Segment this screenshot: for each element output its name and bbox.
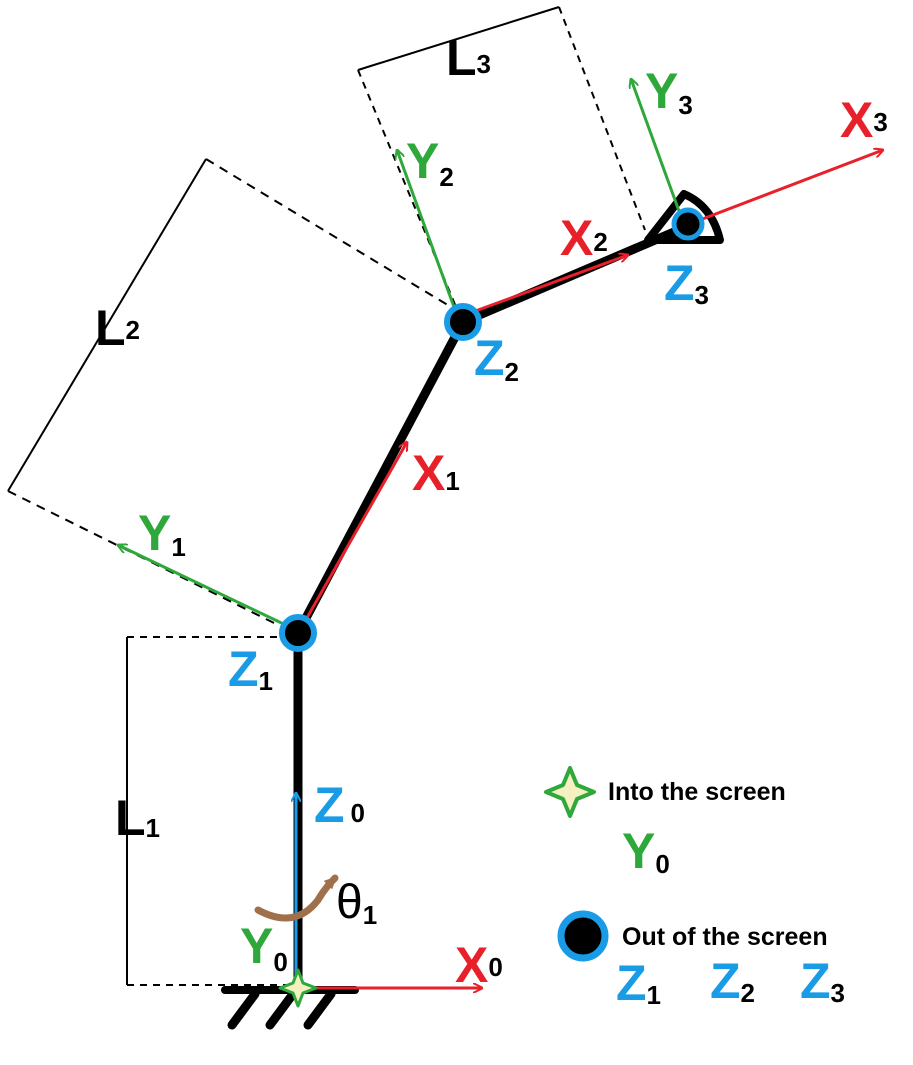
x3-axis [691, 150, 883, 225]
label-z2: Z2 [474, 330, 519, 387]
legend-z2-label: Z2 [710, 953, 755, 1009]
label-l2: L2 [95, 300, 140, 356]
label-y1: Y1 [138, 505, 186, 562]
label-y3: Y3 [645, 63, 693, 120]
x2-axis [469, 255, 628, 315]
label-y0: Y0 [240, 918, 288, 977]
label-y2: Y2 [406, 133, 454, 192]
label-x2: X2 [560, 210, 608, 266]
label-z1: Z1 [228, 641, 273, 697]
legend: Into the screen Y0 Out of the screen Z1 … [544, 766, 845, 1011]
l2-dim-top [205, 158, 457, 311]
label-theta1: θ1 [336, 876, 377, 930]
joint-2 [444, 303, 482, 341]
label-x3: X3 [840, 92, 888, 148]
y3-axis [631, 79, 685, 223]
y1-axis [118, 545, 293, 630]
label-x1: X1 [412, 445, 460, 501]
joint-1 [279, 614, 317, 652]
y2-axis [397, 150, 460, 319]
link-2 [293, 317, 468, 638]
legend-y0-label: Y0 [622, 823, 670, 879]
label-l1: L1 [115, 790, 160, 846]
l3-dim-line [357, 6, 560, 71]
legend-dot-icon [557, 910, 609, 962]
legend-into-screen-text: Into the screen [608, 778, 786, 806]
label-l3: L3 [446, 30, 491, 86]
x1-axis [302, 442, 407, 624]
ground-base [221, 986, 359, 1030]
legend-z1-label: Z1 [616, 955, 661, 1011]
l3-dim-right [558, 6, 646, 231]
label-x0: X0 [455, 937, 503, 993]
theta1-arrow [254, 874, 339, 922]
legend-out-of-screen-text: Out of the screen [622, 923, 828, 951]
base-star-icon [278, 968, 318, 1008]
x-axes [300, 150, 883, 988]
legend-star-icon [544, 766, 596, 818]
l2-dim-line [7, 158, 207, 492]
y-axes [118, 79, 685, 630]
label-z3: Z3 [664, 255, 709, 311]
gripper [644, 190, 724, 244]
legend-z3-label: Z3 [800, 953, 845, 1009]
joint-3 [671, 207, 705, 241]
dimension-lines [7, 6, 646, 986]
